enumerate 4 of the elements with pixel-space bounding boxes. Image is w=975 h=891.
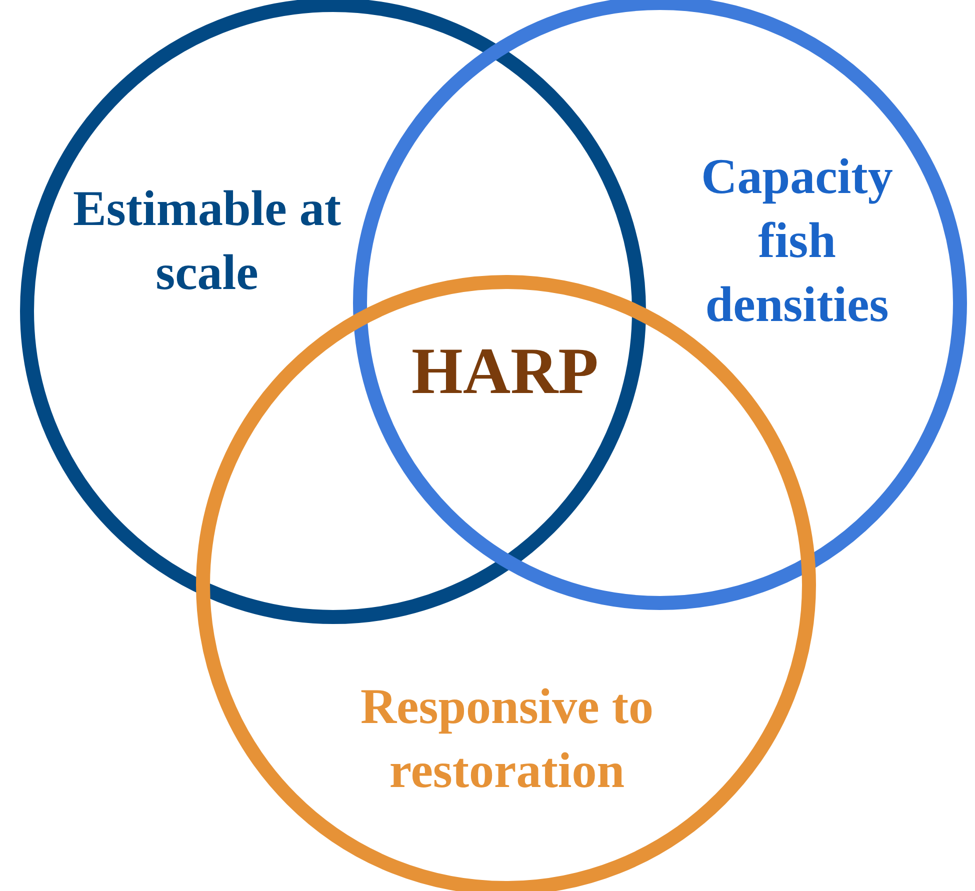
circle-label: Estimable at scale	[72, 179, 342, 302]
center-label: HARP	[410, 336, 600, 408]
circle-label: Responsive to restoration	[359, 677, 655, 800]
circle-label: Capacity fish densities	[700, 147, 894, 334]
